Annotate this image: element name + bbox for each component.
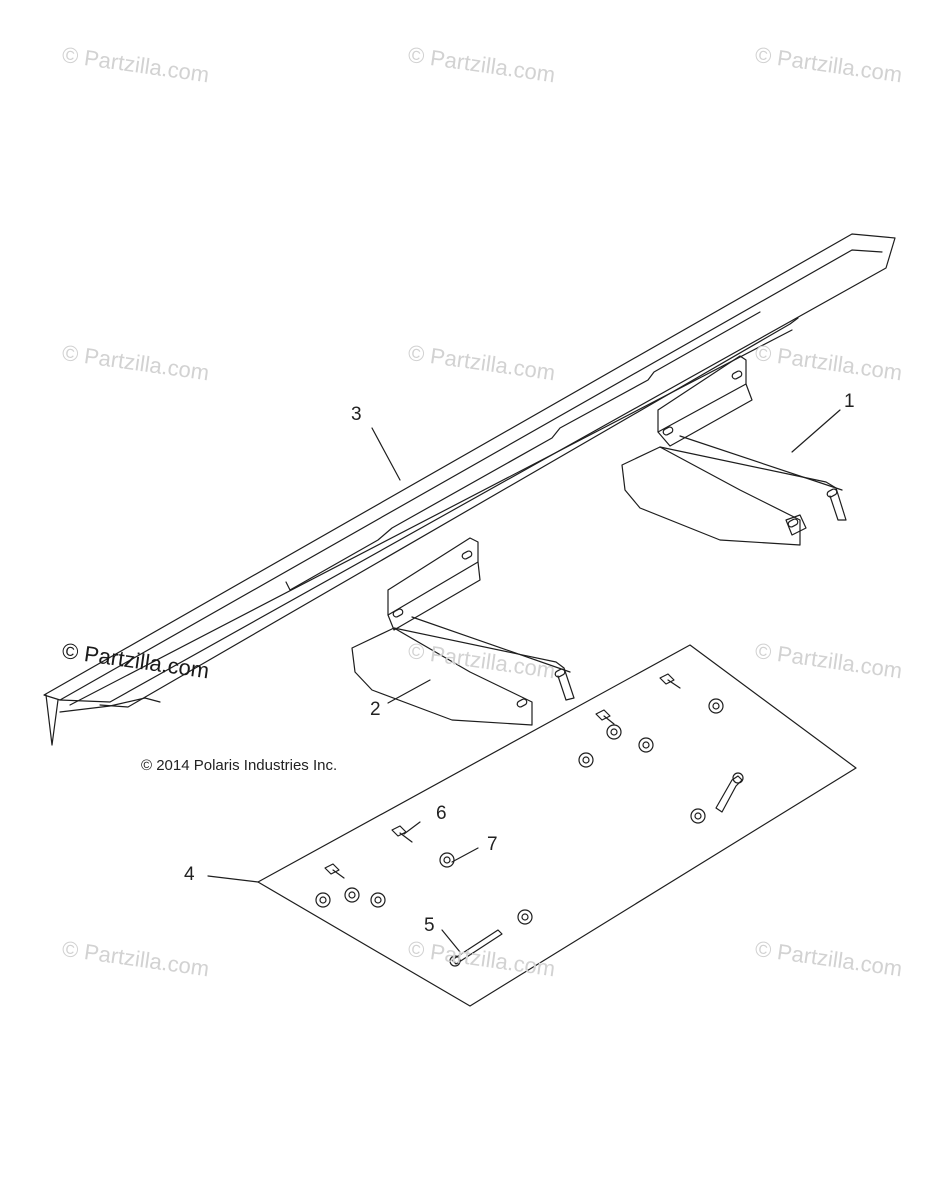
callout-4: 4 — [184, 864, 195, 885]
bracket-left-part — [351, 537, 575, 726]
copyright-notice: © 2014 Polaris Industries Inc. — [141, 757, 338, 774]
bracket-right-part — [621, 355, 847, 546]
leader-lines — [207, 409, 841, 953]
callout-2: 2 — [370, 699, 381, 720]
rail-guard-part — [43, 233, 896, 746]
callout-3: 3 — [351, 404, 362, 425]
long-bolt-group — [449, 772, 744, 967]
callout-5: 5 — [424, 915, 435, 936]
callout-6: 6 — [436, 803, 447, 824]
callout-1: 1 — [844, 391, 855, 412]
hardware-kit-outline — [257, 644, 857, 1007]
callout-7: 7 — [487, 834, 498, 855]
nut-group — [315, 698, 724, 925]
